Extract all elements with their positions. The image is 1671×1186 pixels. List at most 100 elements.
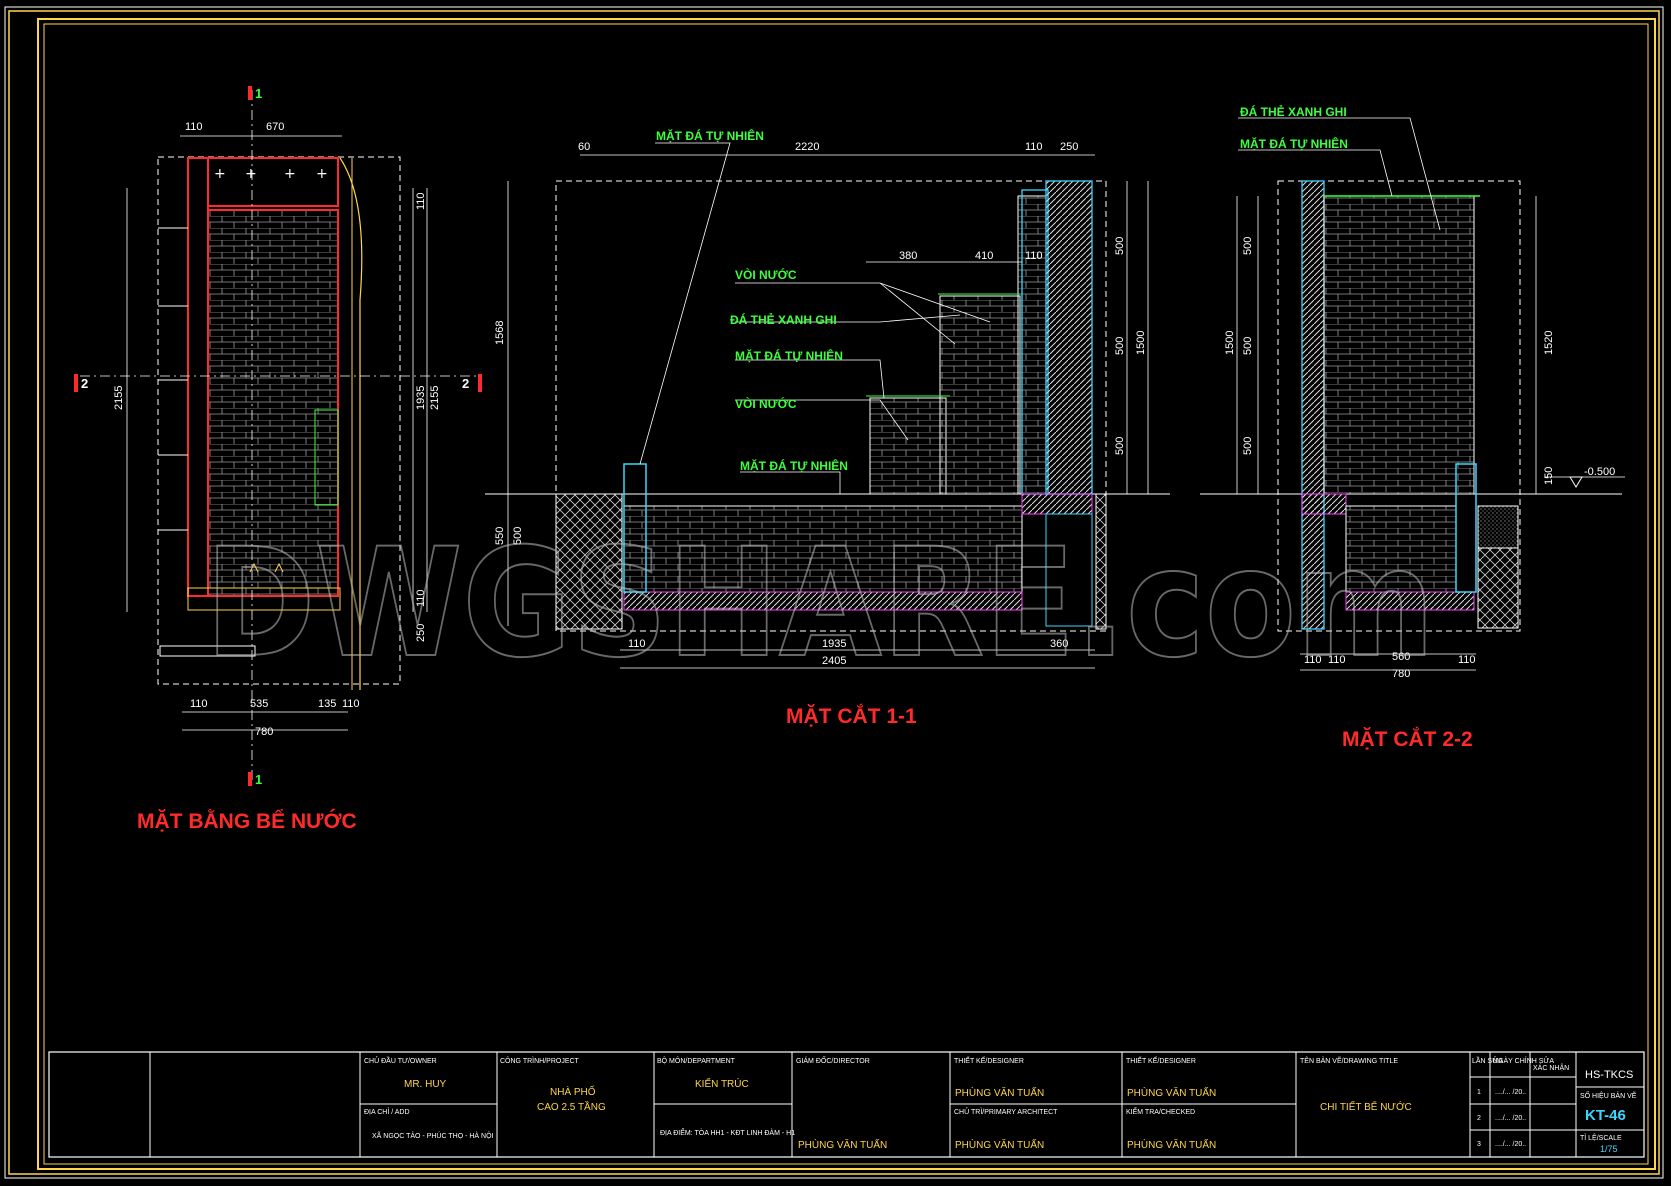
- s22-dim-left-a: 500: [1242, 237, 1254, 255]
- s11-dim-right-b: 500: [1114, 337, 1126, 355]
- tb-checked-label: KIỂM TRA/CHECKED: [1126, 1107, 1195, 1116]
- s11-dim-top-c: 110: [1025, 141, 1043, 153]
- s11-label-6: MẶT ĐÁ TỰ NHIÊN: [740, 458, 848, 473]
- tb-code-header: HS-TKCS: [1585, 1069, 1633, 1081]
- plan-dim-bottom-a: 110: [190, 698, 208, 710]
- s22-dim-bottom-b: 110: [1328, 654, 1346, 666]
- tb-drawing-title-label: TÊN BẢN VẼ/DRAWING TITLE: [1300, 1056, 1398, 1065]
- tb-location: ĐỊA ĐIỂM: TÒA HH1 - KĐT LINH ĐÀM - H1: [660, 1128, 795, 1137]
- s11-dim-bottom-c: 360: [1050, 638, 1068, 650]
- plan-dim-left: 2155: [113, 386, 125, 410]
- cut-marker-1-bottom: 1: [255, 772, 262, 787]
- plan-dim-top-b: 670: [266, 121, 284, 133]
- plan-dim-right-a: 1935: [415, 386, 427, 410]
- tb-address: XÃ NGỌC TẢO - PHÚC THỌ - HÀ NỘI: [372, 1131, 494, 1140]
- plan-dim-right-bottom-a: 110: [415, 589, 427, 607]
- tb-project-1: NHÀ PHỐ: [550, 1084, 596, 1098]
- s11-dim-right-total: 1500: [1135, 331, 1147, 355]
- section-1-1: MẶT ĐÁ TỰ NHIÊN VÒI NƯỚC ĐÁ THẺ XANH GHI…: [485, 128, 1170, 728]
- tb-rev-date-2: ..../... /20..: [1495, 1115, 1526, 1122]
- s11-dim-left-height: 1568: [494, 321, 506, 345]
- plan-dim-right-bottom-b: 250: [415, 624, 427, 642]
- plan-dim-right-top: 110: [415, 192, 427, 210]
- tb-sheet-no: KT-46: [1585, 1107, 1626, 1124]
- cut-marker-2-left: 2: [81, 376, 88, 391]
- tb-address-label: ĐỊA CHỈ / ADD: [364, 1107, 410, 1116]
- tb-sheet-label: SỐ HIỆU BẢN VẼ: [1580, 1090, 1637, 1100]
- s22-dim-bottom-a: 110: [1304, 654, 1322, 666]
- plan-dim-bottom-c: 135: [318, 698, 336, 710]
- outer-frame: [4, 6, 1664, 1179]
- watermark-text: DWGSHARE.com: [205, 517, 1435, 691]
- svg-text:+: +: [245, 166, 257, 182]
- s22-dim-right-total: 1520: [1543, 331, 1555, 355]
- s11-dim-top-d: 250: [1060, 141, 1078, 153]
- inner-frame: [37, 18, 1656, 1170]
- tb-primary-label: CHỦ TRÌ/PRIMARY ARCHITECT: [954, 1107, 1058, 1116]
- s11-dim-left-bottom: 550: [494, 527, 506, 545]
- tb-drawing-title: CHI TIẾT BỂ NƯỚC: [1320, 1100, 1412, 1113]
- tb-director: PHÙNG VĂN TUẤN: [798, 1138, 887, 1151]
- tb-primary: PHÙNG VĂN TUẤN: [955, 1138, 1044, 1151]
- section-2-2: ĐÁ THẺ XANH GHI MẶT ĐÁ TỰ NHIÊN 500 500 …: [1200, 104, 1625, 751]
- s11-label-2: VÒI NƯỚC: [735, 267, 797, 282]
- s11-dim-bottom-a: 110: [628, 638, 646, 650]
- tb-project-label: CÔNG TRÌNH/PROJECT: [500, 1056, 580, 1065]
- tb-scale: 1/75: [1600, 1144, 1618, 1154]
- s22-label-1: ĐÁ THẺ XANH GHI: [1240, 104, 1347, 119]
- title-block: CHỦ ĐẦU TƯ/OWNER MR. HUY ĐỊA CHỈ / ADD X…: [48, 1051, 1645, 1158]
- s22-level: -0.500: [1584, 466, 1615, 478]
- tb-owner: MR. HUY: [404, 1079, 447, 1090]
- plan-dim-bottom-d: 110: [342, 698, 360, 710]
- tb-rev-date-3: ..../... /20..: [1495, 1141, 1526, 1148]
- s11-label-4: MẶT ĐÁ TỰ NHIÊN: [735, 348, 843, 363]
- plan-dim-top-a: 110: [185, 121, 203, 133]
- s22-dim-left-c: 500: [1242, 437, 1254, 455]
- s11-dim-step-a: 380: [899, 250, 917, 262]
- tb-rev-1: 1: [1477, 1089, 1481, 1096]
- section-2-2-title: MẶT CẮT 2-2: [1342, 727, 1473, 751]
- svg-text:+: +: [316, 166, 328, 182]
- plan-title: MẶT BẰNG BỂ NƯỚC: [137, 809, 357, 833]
- s22-label-2: MẶT ĐÁ TỰ NHIÊN: [1240, 136, 1348, 151]
- s11-dim-top-a: 60: [578, 141, 590, 153]
- svg-text:+: +: [284, 166, 296, 182]
- s11-dim-step-c: 110: [1025, 250, 1043, 262]
- tb-project-2: CAO 2.5 TẦNG: [537, 1100, 606, 1113]
- tb-scale-label: TỈ LỆ/SCALE: [1580, 1133, 1622, 1142]
- tb-confirm-label: XÁC NHẬN: [1533, 1063, 1569, 1072]
- tb-rev-3: 3: [1477, 1141, 1481, 1148]
- tb-designer-2: PHÙNG VĂN TUẤN: [1127, 1086, 1216, 1099]
- s22-dim-left-b: 500: [1242, 337, 1254, 355]
- s22-dim-bottom-c: 560: [1392, 651, 1410, 663]
- plan-dim-bottom-b: 535: [250, 698, 268, 710]
- tb-designer-label-2: THIẾT KẾ/DESIGNER: [1126, 1055, 1196, 1065]
- s22-dim-bottom-total: 780: [1392, 668, 1410, 680]
- tb-designer-label-1: THIẾT KẾ/DESIGNER: [954, 1055, 1024, 1065]
- tb-rev-2: 2: [1477, 1115, 1481, 1122]
- cut-marker-1-top: 1: [255, 86, 262, 101]
- s11-dim-step-b: 410: [975, 250, 993, 262]
- tb-rev-label: LẦN SỬA: [1472, 1055, 1503, 1065]
- s11-label-1: MẶT ĐÁ TỰ NHIÊN: [656, 128, 764, 143]
- tb-rev-date-1: ..../... /20..: [1495, 1089, 1526, 1096]
- s11-dim-left-sub: 500: [512, 527, 524, 545]
- tb-checked: PHÙNG VĂN TUẤN: [1127, 1138, 1216, 1151]
- s22-dim-left-total: 1500: [1224, 331, 1236, 355]
- tb-designer-1: PHÙNG VĂN TUẤN: [955, 1086, 1044, 1099]
- cut-marker-2-right: 2: [462, 376, 469, 391]
- tb-director-label: GIÁM ĐỐC/DIRECTOR: [796, 1055, 870, 1065]
- tb-owner-label: CHỦ ĐẦU TƯ/OWNER: [364, 1055, 437, 1065]
- s11-dim-top-b: 2220: [795, 141, 819, 153]
- s22-dim-bottom-d: 110: [1458, 654, 1476, 666]
- s11-dim-bottom-total: 2405: [822, 655, 846, 667]
- s11-dim-bottom-b: 1935: [822, 638, 846, 650]
- plan-dim-right-b: 2155: [429, 386, 441, 410]
- tb-date-label: NGÀY CHỈNH SỬA: [1493, 1056, 1554, 1065]
- tb-dept: KIẾN TRÚC: [695, 1077, 749, 1090]
- section-1-1-title: MẶT CẮT 1-1: [786, 704, 917, 728]
- s11-dim-right-a: 500: [1114, 237, 1126, 255]
- s11-dim-right-c: 500: [1114, 437, 1126, 455]
- s11-label-5: VÒI NƯỚC: [735, 396, 797, 411]
